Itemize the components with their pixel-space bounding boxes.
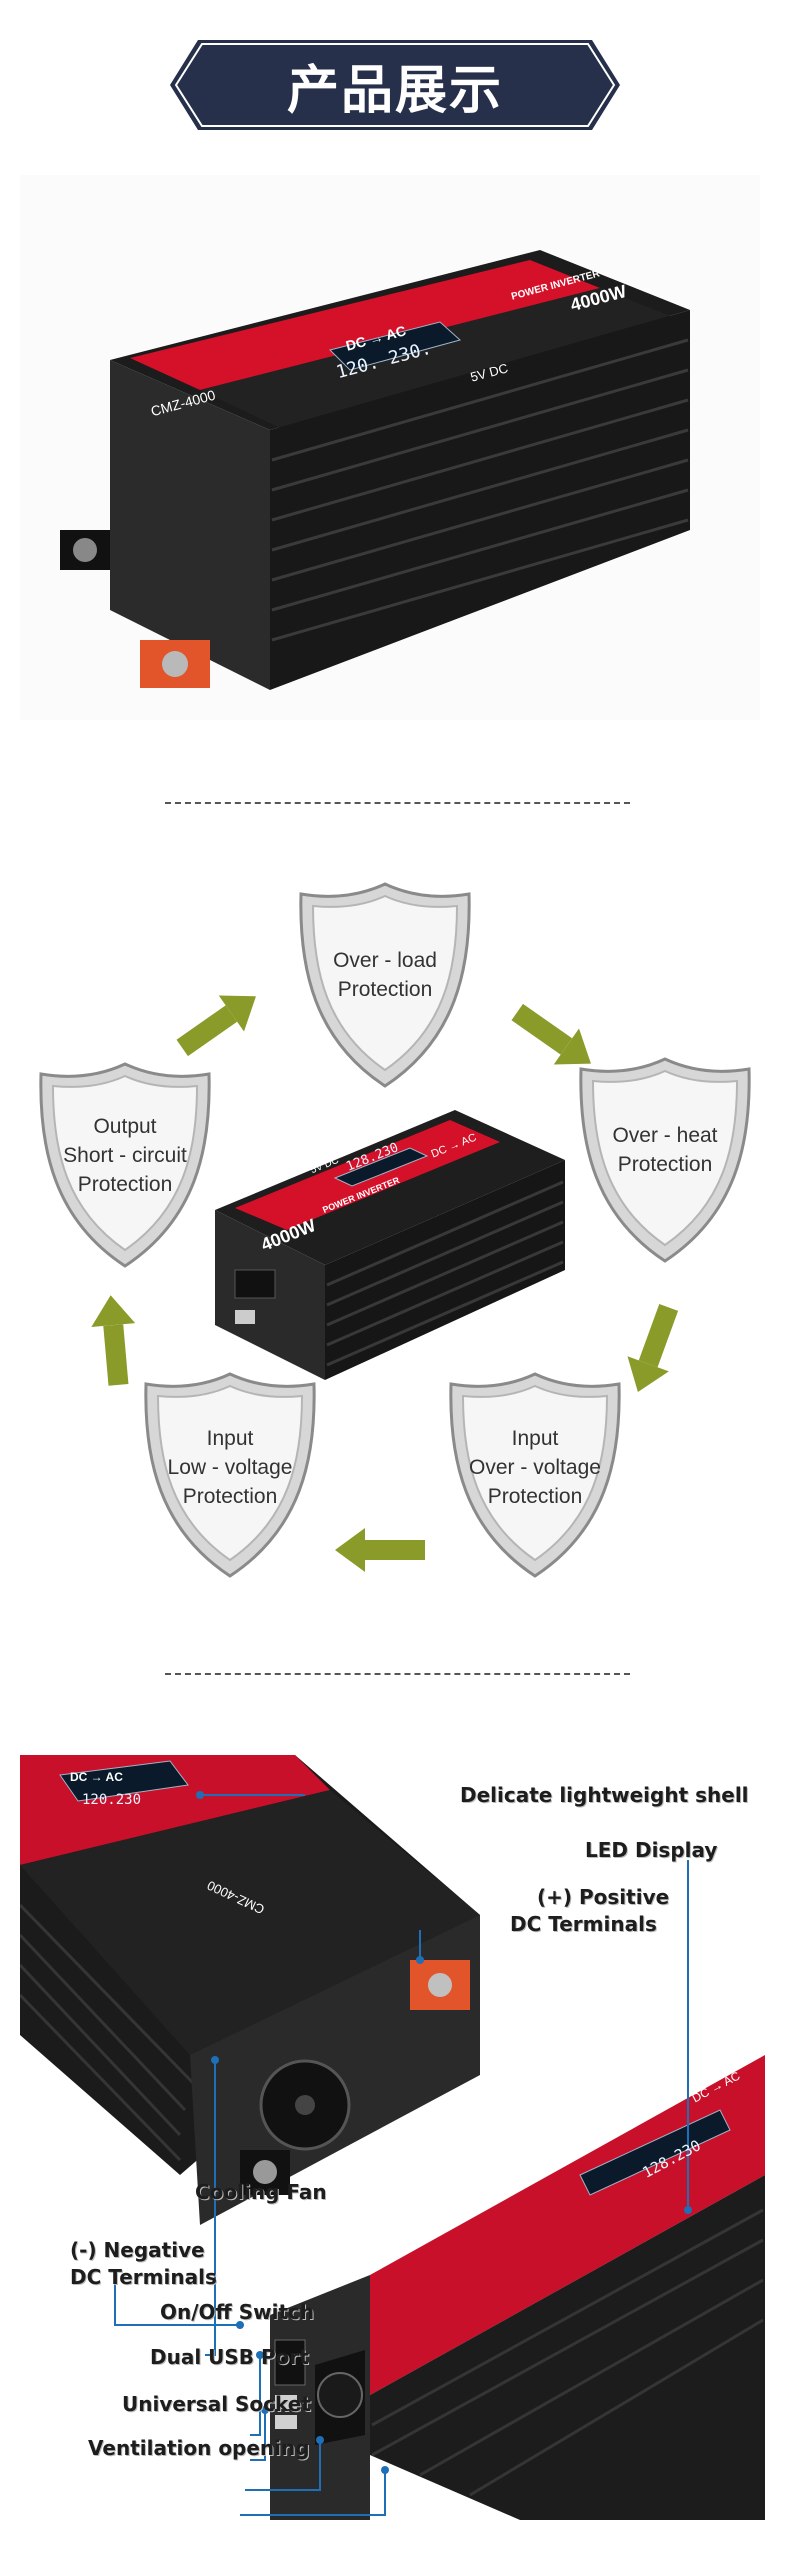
protection-label: Short - circuit (63, 1143, 187, 1167)
inverter-product-photo (60, 250, 690, 690)
page-title: 产品展示 (286, 60, 503, 121)
callout-positive-terminal-line1: (+) Positive (537, 1885, 670, 1909)
center-inverter-image (215, 1110, 565, 1380)
shield-icon (449, 1372, 621, 1578)
protection-over-heat: Over - heat Protection (575, 1045, 755, 1255)
protection-label: Protection (337, 978, 433, 1001)
protection-label: Protection (487, 1484, 583, 1508)
callout-cooling-fan: Cooling Fan (195, 2180, 327, 2204)
arrow-icon (511, 1003, 591, 1065)
callout-universal-socket: Universal Socket (122, 2392, 311, 2416)
shield-icon (39, 1062, 211, 1268)
feature-diagram-image (20, 1755, 765, 2520)
arrow-icon (627, 1303, 679, 1392)
protection-input-low-voltage: Input Low - voltage Protection (140, 1362, 320, 1572)
shield-icon (299, 882, 471, 1088)
protection-over-load: Over - load Protection (295, 870, 475, 1080)
protection-label: Output (93, 1114, 157, 1138)
callout-dual-usb: Dual USB Port (150, 2345, 309, 2369)
protection-label: Over - load (333, 949, 437, 972)
callout-positive-terminal-line2: DC Terminals (510, 1912, 657, 1936)
section-divider (165, 802, 630, 804)
protection-label: Protection (77, 1172, 173, 1196)
protection-output-short-circuit: Output Short - circuit Protection (35, 1050, 215, 1260)
callout-shell: Delicate lightweight shell (460, 1783, 749, 1807)
arrow-icon (176, 995, 256, 1057)
callout-negative-terminal-line1: (-) Negative (70, 2238, 205, 2262)
callout-led-display: LED Display (585, 1838, 718, 1862)
arrow-icon (335, 1528, 425, 1572)
protection-cycle-arrows (91, 995, 679, 1572)
protection-label: Input (206, 1426, 254, 1450)
protection-input-over-voltage: Input Over - voltage Protection (445, 1362, 625, 1572)
protection-label: Low - voltage (167, 1455, 293, 1479)
shield-icon (579, 1057, 751, 1263)
callout-negative-terminal-line2: DC Terminals (70, 2265, 217, 2289)
protection-label: Over - heat (612, 1124, 718, 1147)
protection-label: Protection (617, 1153, 713, 1176)
left-unit-direction: DC → AC (70, 1770, 123, 1784)
protection-label: Protection (182, 1484, 278, 1508)
section-divider (165, 1673, 630, 1675)
callout-ventilation: Ventilation opening (88, 2436, 310, 2460)
callout-on-off-switch: On/Off Switch (160, 2300, 315, 2324)
protection-label: Over - voltage (469, 1455, 601, 1479)
shield-icon (144, 1372, 316, 1578)
protection-label: Input (511, 1426, 559, 1450)
left-unit-display: 120.230 (82, 1792, 142, 1808)
arrow-icon (91, 1295, 136, 1386)
header-banner (170, 40, 620, 130)
